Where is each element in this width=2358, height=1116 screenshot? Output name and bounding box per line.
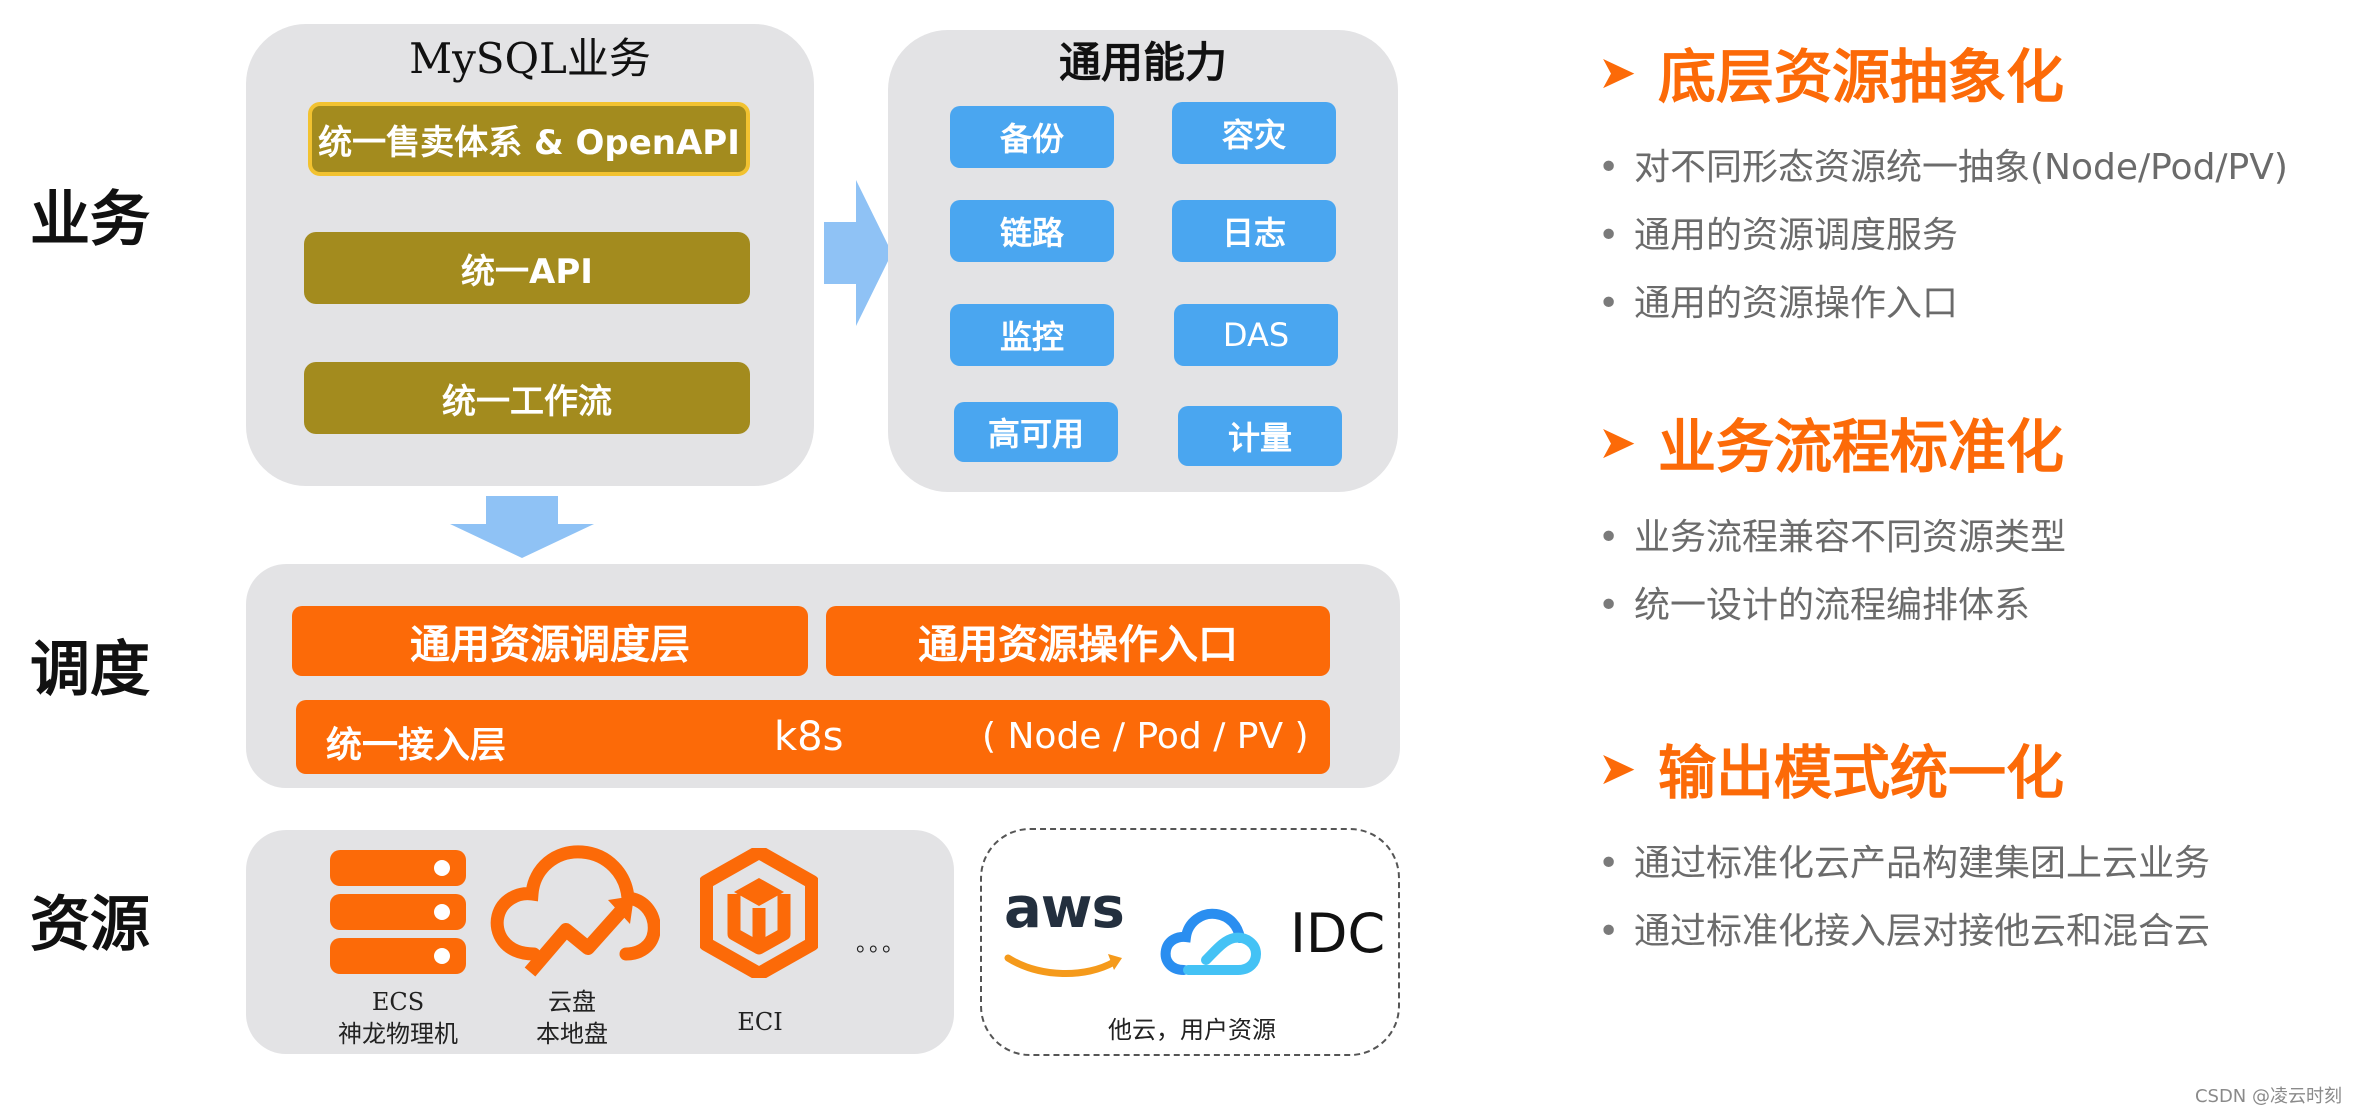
layer-label-resource: 资源 xyxy=(30,890,150,960)
layer-label-schedule: 调度 xyxy=(30,635,150,705)
bullet-item: • 统一设计的流程编排体系 xyxy=(1598,572,2338,640)
unified-api-box: 统一API xyxy=(304,232,750,304)
bullet-dot-icon: • xyxy=(1598,283,1620,324)
bullet-dot-icon: • xyxy=(1598,517,1620,558)
bullet-text: 通过标准化接入层对接他云和混合云 xyxy=(1634,911,2211,952)
cloud-disk-icon xyxy=(490,845,660,977)
capability-panel-title: 通用能力 xyxy=(1058,38,1227,87)
access-layer-label: 统一接入层 xyxy=(326,725,507,766)
bullet-text: 对不同形态资源统一抽象(Node/Pod/PV) xyxy=(1634,147,2288,188)
mysql-panel-title: MySQL业务 xyxy=(409,34,651,83)
bullet-item: • 通用的资源调度服务 xyxy=(1598,202,2338,270)
resource-panel: ECS 神龙物理机 云盘 本地盘 ECI 。。。 xyxy=(246,830,954,1054)
resource-operation-entry-box: 通用资源操作入口 xyxy=(826,606,1330,676)
bullet-text: 通用的资源操作入口 xyxy=(1634,283,1959,324)
bullet-text: 通用的资源调度服务 xyxy=(1634,215,1959,256)
capability-link: 链路 xyxy=(950,200,1114,262)
bullet-text: 业务流程兼容不同资源类型 xyxy=(1634,517,2067,558)
more-ellipsis: 。。。 xyxy=(856,932,907,957)
bullet-dot-icon: • xyxy=(1598,585,1620,626)
ecs-server-icon xyxy=(330,850,466,974)
arrow-down-icon xyxy=(450,496,594,558)
disk-caption: 云盘 本地盘 xyxy=(470,986,674,1051)
bullet-item: • 通过标准化接入层对接他云和混合云 xyxy=(1598,898,2338,966)
section-output-unification: ➤ 输出模式统一化 • 通过标准化云产品构建集团上云业务 • 通过标准化接入层对接他… xyxy=(1598,726,2338,966)
layer-label-business: 业务 xyxy=(30,185,150,255)
mysql-business-panel: MySQL业务 统一售卖体系 & OpenAPI 统一API 统一工作流 xyxy=(246,24,814,486)
capability-disaster-recovery: 容灾 xyxy=(1172,102,1336,164)
other-cloud-panel: aws IDC 他云，用户资源 xyxy=(980,828,1400,1056)
chevron-right-icon: ➤ xyxy=(1598,415,1637,469)
section-title: 底层资源抽象化 xyxy=(1658,43,2065,111)
k8s-resource-types: ( Node / Pod / PV ) xyxy=(982,716,1309,757)
bullet-text: 通过标准化云产品构建集团上云业务 xyxy=(1634,843,2211,884)
section-bullets: • 通过标准化云产品构建集团上云业务 • 通过标准化接入层对接他云和混合云 xyxy=(1598,830,2338,966)
section-bullets: • 业务流程兼容不同资源类型 • 统一设计的流程编排体系 xyxy=(1598,504,2338,640)
eci-caption: ECI xyxy=(737,1008,783,1036)
capability-monitoring: 监控 xyxy=(950,304,1114,366)
capability-backup: 备份 xyxy=(950,106,1114,168)
resource-scheduling-layer-box: 通用资源调度层 xyxy=(292,606,808,676)
bullet-dot-icon: • xyxy=(1598,843,1620,884)
bullet-item: • 对不同形态资源统一抽象(Node/Pod/PV) xyxy=(1598,134,2338,202)
idc-label: IDC xyxy=(1290,902,1386,965)
chevron-right-icon: ➤ xyxy=(1598,741,1637,795)
disk-caption-line2: 本地盘 xyxy=(536,1020,608,1049)
ecs-caption-line1: ECS xyxy=(371,988,425,1016)
arrow-right-icon xyxy=(824,180,892,326)
bullet-item: • 通用的资源操作入口 xyxy=(1598,270,2338,338)
k8s-label: k8s xyxy=(774,714,844,760)
bullet-dot-icon: • xyxy=(1598,215,1620,256)
capability-high-availability: 高可用 xyxy=(954,402,1118,462)
section-heading: ➤ 底层资源抽象化 xyxy=(1598,30,2338,114)
unified-access-layer-bar: 统一接入层 k8s ( Node / Pod / PV ) xyxy=(296,700,1330,774)
section-resource-abstraction: ➤ 底层资源抽象化 • 对不同形态资源统一抽象(Node/Pod/PV) • 通用的… xyxy=(1598,30,2338,338)
chevron-right-icon: ➤ xyxy=(1598,45,1637,99)
unified-sales-openapi-box: 统一售卖体系 & OpenAPI xyxy=(308,102,750,176)
aws-smile-icon xyxy=(1004,954,1122,978)
bullet-text: 统一设计的流程编排体系 xyxy=(1634,585,2031,626)
aws-logo-text: aws xyxy=(1004,876,1125,941)
section-title: 输出模式统一化 xyxy=(1658,739,2065,807)
capability-das: DAS xyxy=(1174,304,1338,366)
disk-caption-line1: 云盘 xyxy=(548,988,596,1016)
section-process-standardization: ➤ 业务流程标准化 • 业务流程兼容不同资源类型 • 统一设计的流程编排体系 xyxy=(1598,400,2338,640)
capability-log: 日志 xyxy=(1172,200,1336,262)
unified-workflow-box: 统一工作流 xyxy=(304,362,750,434)
bullet-item: • 通过标准化云产品构建集团上云业务 xyxy=(1598,830,2338,898)
other-cloud-caption: 他云，用户资源 xyxy=(1108,1016,1276,1044)
eci-container-icon xyxy=(700,848,818,978)
section-heading: ➤ 输出模式统一化 xyxy=(1598,726,2338,810)
ecs-caption-line2: 神龙物理机 xyxy=(338,1020,458,1049)
bullet-dot-icon: • xyxy=(1598,147,1620,188)
ecs-caption: ECS 神龙物理机 xyxy=(286,986,510,1051)
tencent-cloud-icon xyxy=(1160,908,1262,975)
watermark: CSDN @凌云时刻 xyxy=(2194,1086,2342,1107)
bullet-dot-icon: • xyxy=(1598,911,1620,952)
capability-metering: 计量 xyxy=(1178,406,1342,466)
section-title: 业务流程标准化 xyxy=(1658,413,2065,481)
common-capability-panel: 通用能力 备份 容灾 链路 日志 监控 DAS 高可用 计量 xyxy=(888,30,1398,492)
section-heading: ➤ 业务流程标准化 xyxy=(1598,400,2338,484)
section-bullets: • 对不同形态资源统一抽象(Node/Pod/PV) • 通用的资源调度服务 • 通用… xyxy=(1598,134,2338,338)
bullet-item: • 业务流程兼容不同资源类型 xyxy=(1598,504,2338,572)
scheduling-panel: 通用资源调度层 通用资源操作入口 统一接入层 k8s ( Node / Pod … xyxy=(246,564,1400,788)
